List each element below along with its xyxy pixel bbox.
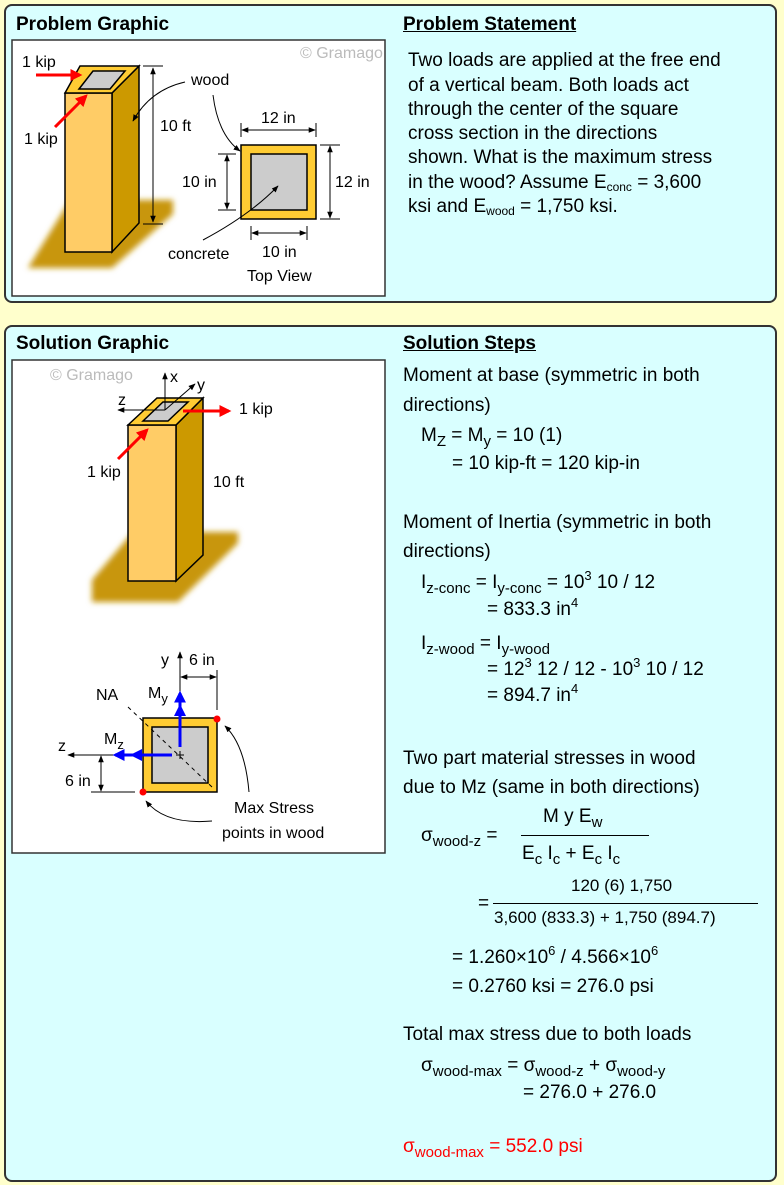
statement-line: cross section in the directions [408, 123, 658, 144]
stress-title: Two part material stresses in wood [403, 748, 696, 769]
problem-graphic-heading: Problem Graphic [16, 14, 170, 35]
max-stress-point [213, 715, 221, 723]
beam-front [127, 424, 177, 582]
cs-z-label: z [58, 738, 66, 755]
concrete-core-top [77, 70, 127, 90]
watermark: © Gramago [300, 45, 383, 62]
load-label-side: 1 kip [87, 464, 121, 481]
statement-line: of a vertical beam. Both loads act [408, 75, 689, 96]
statement-line: Two loads are applied at the free end [408, 50, 721, 71]
figures: © Gramago 1 kip 1 kip 10 ft wood 12 in 1… [11, 39, 386, 854]
right-height-label: 12 in [335, 174, 370, 191]
na-label: NA [96, 687, 119, 704]
inertia-concrete-value: = 833.3 in4 [487, 595, 579, 620]
moment-result: = 10 kip-ft = 120 kip-in [452, 453, 640, 474]
beam-front [64, 92, 113, 253]
top-view-concrete [250, 153, 308, 211]
ratio-line: = 1.260×106 / 4.566×106 [452, 943, 659, 968]
wood-label: wood [190, 72, 229, 89]
solution-steps-heading: Solution Steps [403, 333, 536, 354]
fraction-2-equals: = [478, 893, 490, 914]
height-label: 10 ft [213, 474, 245, 491]
problem-graphic: © Gramago 1 kip 1 kip 10 ft wood 12 in 1… [11, 39, 386, 297]
left-height-label: 10 in [182, 174, 217, 191]
moment-title: directions) [403, 395, 491, 416]
total-sum: = 276.0 + 276.0 [523, 1082, 657, 1103]
total-equation: σwood-max = σwood-z + σwood-y [421, 1055, 666, 1080]
fraction-1-numerator: M y Ew [543, 806, 603, 831]
beam-side [111, 64, 140, 254]
fraction-2-bar [493, 903, 758, 904]
inertia-title: directions) [403, 541, 491, 562]
my-label: My [148, 685, 168, 706]
fraction-1-denominator: Ec Ic + Ec Ic [522, 843, 621, 868]
max-stress-label-2: points in wood [222, 825, 324, 842]
max-stress-label-1: Max Stress [234, 800, 314, 817]
cs-y-label: y [161, 652, 169, 669]
axis-z-label: z [118, 392, 126, 409]
top-width-label: 12 in [261, 110, 296, 127]
sigma-wood-z-label: σwood-z = [421, 825, 498, 850]
solution-graphic-heading: Solution Graphic [16, 333, 170, 354]
statement-line: through the center of the square [408, 99, 679, 120]
final-answer: σwood-max = 552.0 psi [403, 1136, 583, 1161]
inertia-wood-value: = 894.7 in4 [487, 681, 579, 706]
problem-statement-heading: Problem Statement [403, 14, 577, 35]
total-title: Total max stress due to both loads [403, 1024, 692, 1045]
statement-line: shown. What is the maximum stress [408, 147, 713, 168]
bottom-width-label: 10 in [262, 244, 297, 261]
neutral-axis [127, 706, 213, 788]
watermark: © Gramago [50, 367, 133, 384]
dim-vertical-label: 6 in [65, 773, 91, 790]
statement-line: ksi and Ewood = 1,750 ksi. [408, 196, 618, 218]
inertia-title: Moment of Inertia (symmetric in both [403, 512, 712, 533]
moment-title: Moment at base (symmetric in both [403, 365, 700, 386]
height-label: 10 ft [160, 118, 192, 135]
fraction-2-denominator: 3,600 (833.3) + 1,750 (894.7) [494, 908, 716, 927]
load-label-top: 1 kip [22, 54, 56, 71]
stress-z-result: = 0.2760 ksi = 276.0 psi [452, 976, 654, 997]
axis-x-label: x [170, 369, 178, 386]
moment-equation: MZ = My = 10 (1) [421, 425, 563, 450]
fraction-1-bar [521, 835, 649, 836]
inertia-concrete-equation: Iz-conc = Iy-conc = 103 10 / 12 [421, 568, 656, 597]
mz-label: Mz [104, 731, 124, 752]
load-label-side: 1 kip [24, 131, 58, 148]
fraction-2-numerator: 120 (6) 1,750 [571, 876, 673, 895]
inertia-wood-equation: Iz-wood = Iy-wood [421, 633, 550, 658]
top-view-label: Top View [247, 268, 312, 285]
inertia-wood-expression: = 123 12 / 12 - 103 10 / 12 [487, 655, 704, 680]
concrete-core-top [141, 401, 190, 422]
axis-y-label: y [197, 377, 205, 394]
beam-side [175, 396, 204, 583]
stress-title: due to Mz (same in both directions) [403, 777, 700, 798]
max-stress-point [139, 788, 147, 796]
concrete-label: concrete [168, 246, 229, 263]
load-label-right: 1 kip [239, 401, 273, 418]
statement-line: in the wood? Assume Econc = 3,600 [408, 172, 702, 194]
dim-horizontal-label: 6 in [189, 652, 215, 669]
solution-graphic: © Gramago x y z 1 kip 1 kip 10 ft NA y 6… [11, 359, 386, 854]
